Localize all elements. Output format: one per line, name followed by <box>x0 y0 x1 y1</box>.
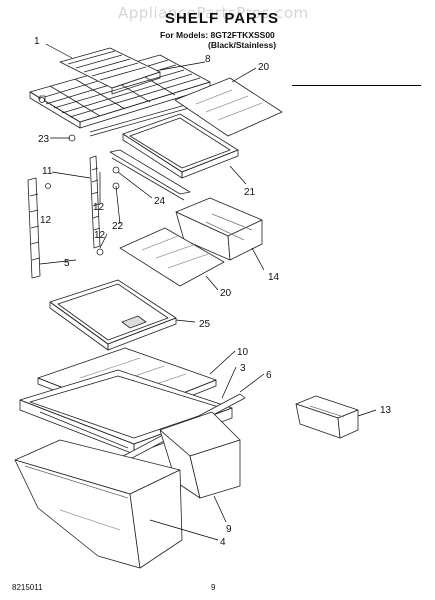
divider-line <box>292 85 421 86</box>
callout-22: 22 <box>112 221 124 232</box>
callout-10: 10 <box>237 347 249 358</box>
crisper-drawer-left-part <box>14 439 183 569</box>
glass-shelf-upper-part <box>174 77 283 137</box>
callout-20-upper: 20 <box>258 62 270 73</box>
callout-24: 24 <box>154 196 166 207</box>
watermark: AppliancePartsPros.com <box>118 4 309 22</box>
shelf-frame-part <box>59 47 161 95</box>
models-label: For Models: 8GT2FTKXSS00 <box>160 30 275 40</box>
models-variant: (Black/Stainless) <box>208 40 277 50</box>
callout-12-left: 12 <box>40 215 52 226</box>
callout-3: 3 <box>240 363 246 374</box>
callout-20-middle: 20 <box>220 288 232 299</box>
page-title: SHELF PARTS <box>165 10 280 27</box>
callout-12-right: 12 <box>93 202 105 213</box>
document-code: 8215011 <box>12 583 43 592</box>
glass-shelf-middle-part <box>119 227 225 287</box>
callout-13: 13 <box>380 405 392 416</box>
leader-lines <box>39 43 377 541</box>
callout-8: 8 <box>205 54 211 65</box>
model-info: For Models: 8GT2FTKXSS00 (Black/Stainles… <box>160 30 276 50</box>
callout-11: 11 <box>42 166 53 177</box>
crisper-shelf-frame-part <box>122 113 239 179</box>
callout-4: 4 <box>220 537 226 548</box>
crisper-drawer-right-part <box>159 411 241 499</box>
callout-6: 6 <box>266 370 272 381</box>
callout-1: 1 <box>34 36 40 47</box>
middle-shelf-frame-part <box>49 279 177 351</box>
vertical-bracket-part <box>89 155 104 256</box>
callout-23: 23 <box>38 134 50 145</box>
side-ladder-part <box>27 177 51 279</box>
callout-12-bottom: 12 <box>94 230 106 241</box>
page-number: 9 <box>211 583 216 592</box>
callout-5: 5 <box>64 258 70 269</box>
support-rail-part <box>109 149 191 201</box>
callout-21: 21 <box>244 187 256 198</box>
callout-9: 9 <box>226 524 232 535</box>
crisper-drawer-part <box>175 197 263 261</box>
door-bin-part <box>295 395 359 439</box>
callout-14: 14 <box>268 272 280 283</box>
callout-25: 25 <box>199 319 211 330</box>
